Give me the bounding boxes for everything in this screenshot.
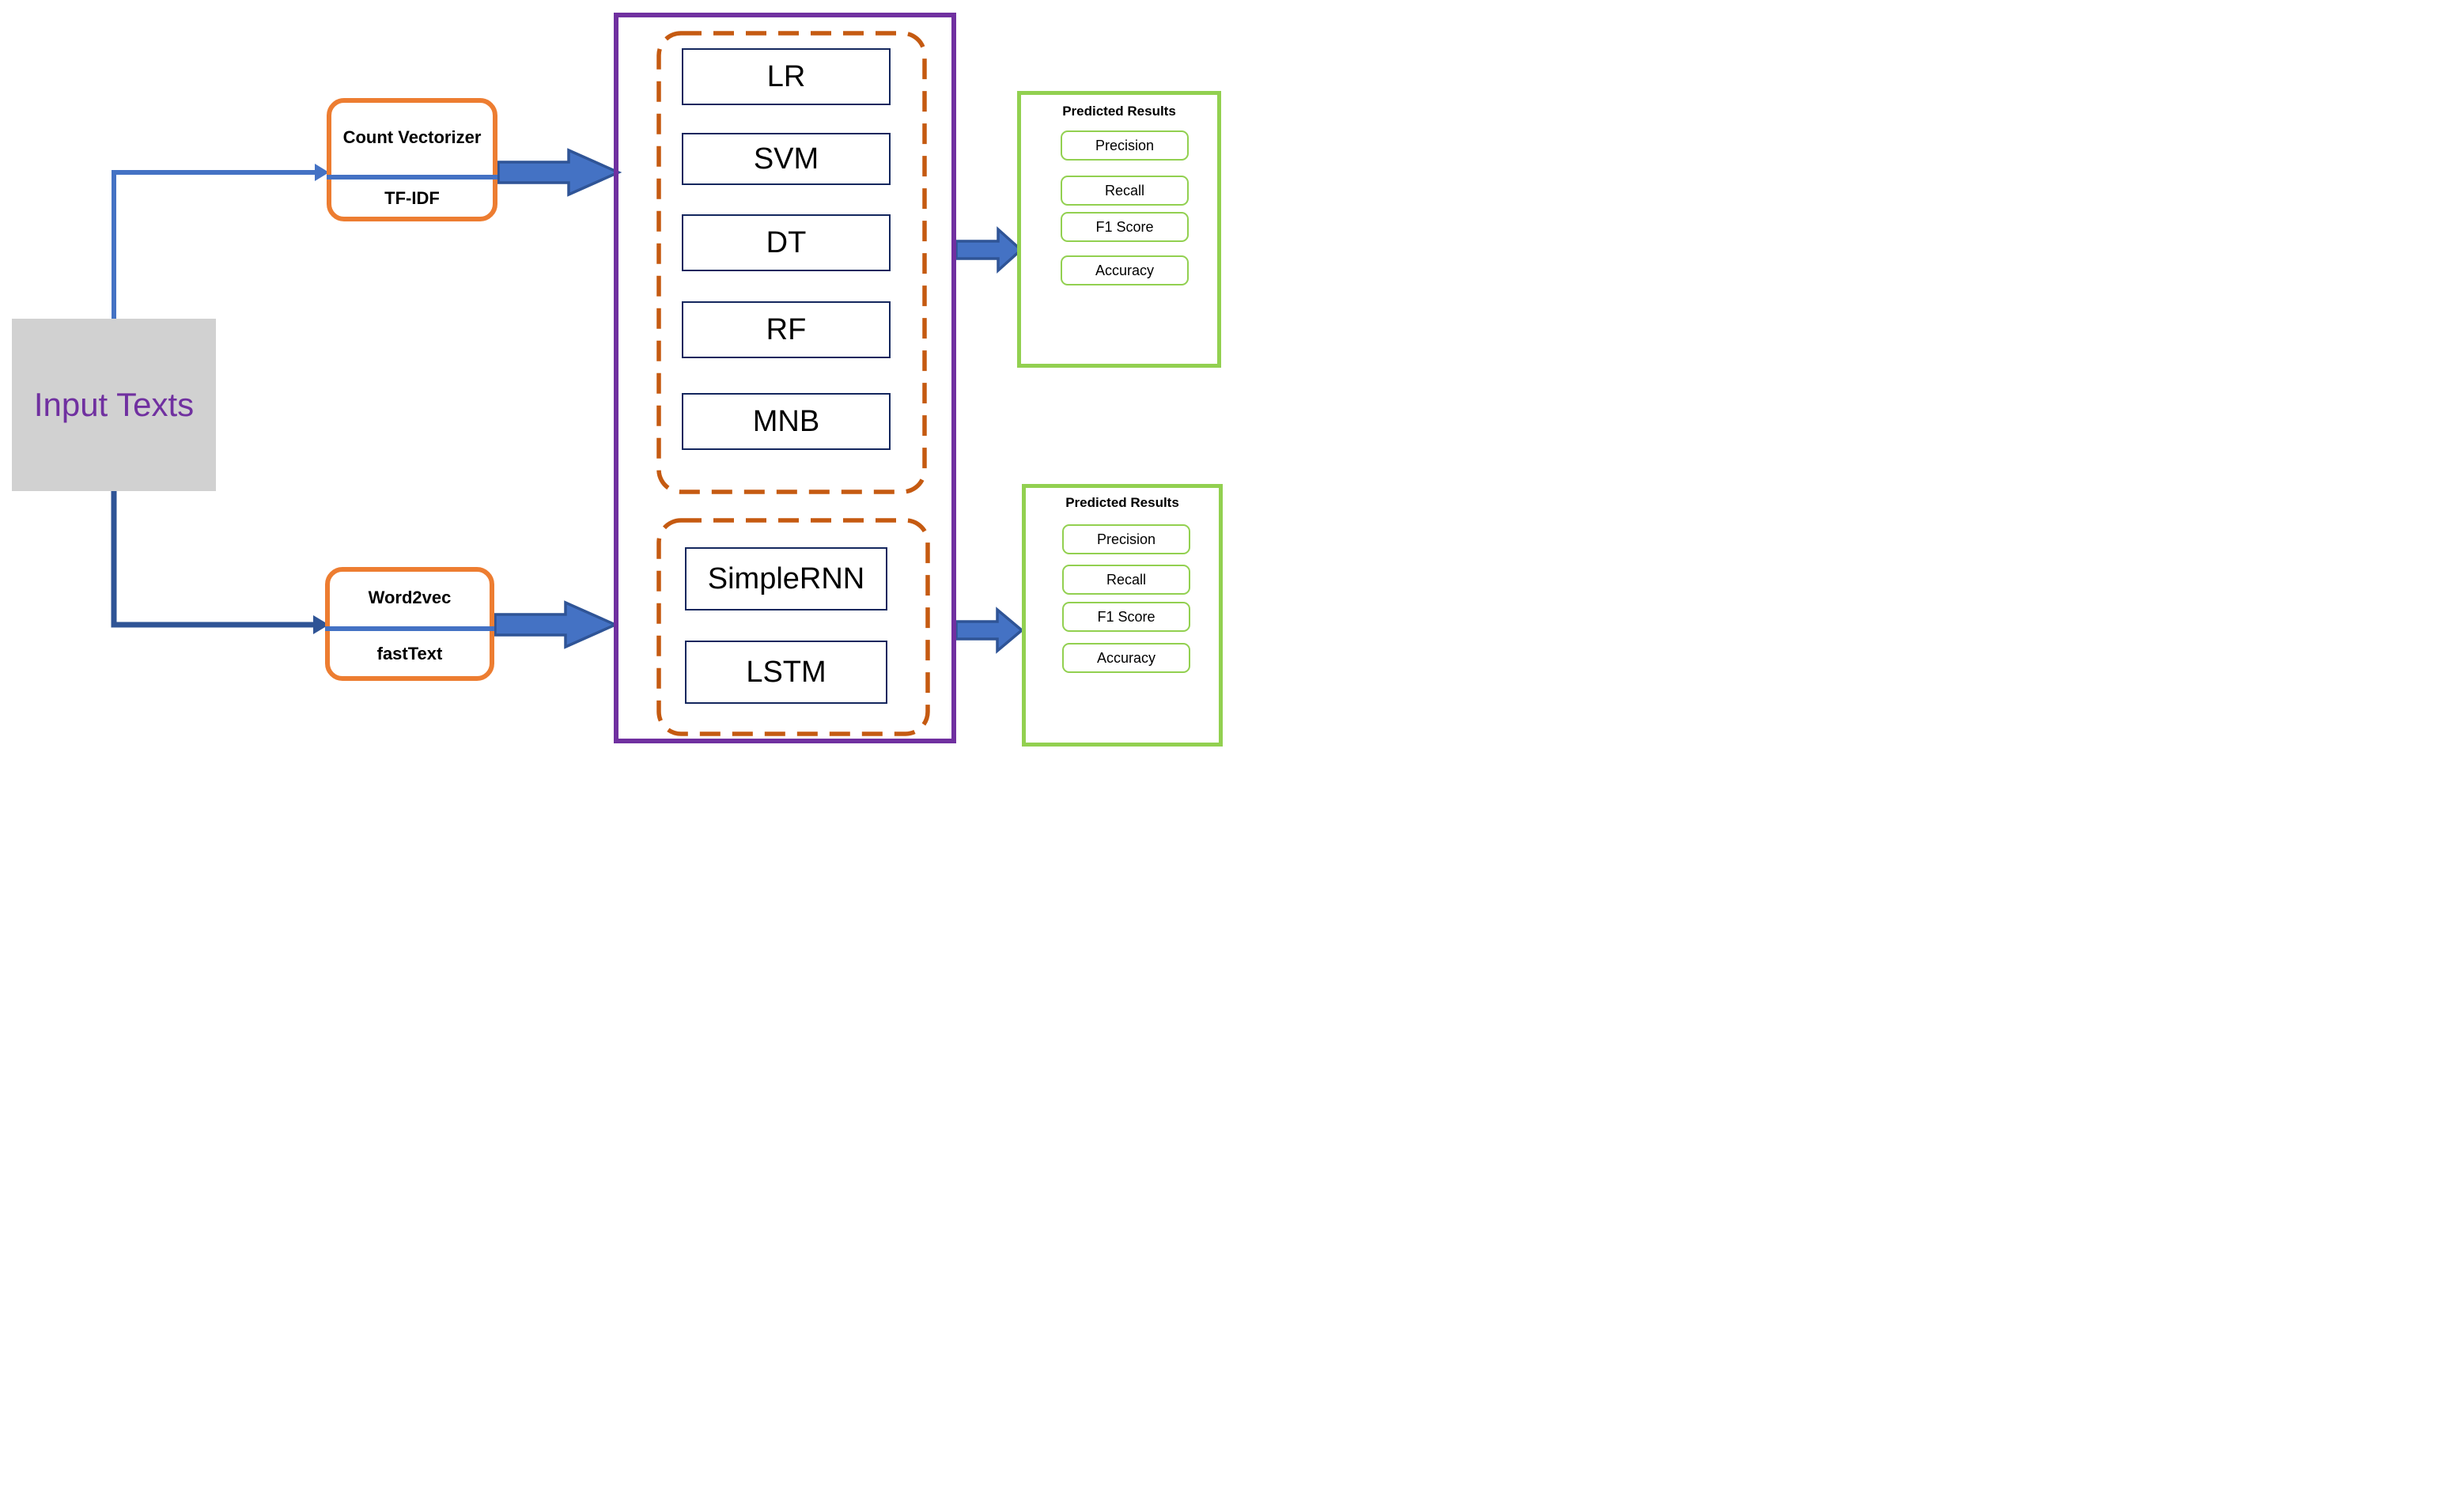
connector-input-to-count-vectorizer (112, 170, 316, 319)
metric-precision: Precision (1061, 130, 1189, 161)
predicted-results-title: Predicted Results (1062, 104, 1176, 119)
metric-label: F1 Score (1095, 218, 1154, 235)
model-box-simplernn: SimpleRNN (685, 547, 887, 610)
model-box-mnb: MNB (682, 393, 891, 450)
metric-accuracy: Accuracy (1062, 643, 1190, 673)
model-label: LSTM (746, 655, 826, 689)
connector-input-to-word2vec (111, 490, 313, 628)
metric-label: Precision (1095, 137, 1155, 153)
count-vectorizer-box: Count Vectorizer TF-IDF (327, 98, 497, 221)
pipeline-diagram: Input Texts Count Vectorizer TF-IDF Word… (0, 0, 1226, 756)
model-label: RF (766, 312, 807, 346)
predicted-results-panel-top: Predicted Results Precision Recall F1 Sc… (1017, 91, 1221, 368)
vectorizer-divider-line (325, 626, 494, 631)
metric-f1-score: F1 Score (1061, 212, 1189, 242)
model-box-dt: DT (682, 214, 891, 271)
metric-label: Accuracy (1095, 262, 1155, 278)
metric-accuracy: Accuracy (1061, 255, 1189, 285)
ml-models-group-outline (656, 31, 927, 494)
connector-top-arrowhead-icon (315, 164, 329, 181)
flow-arrow-models-to-results-top-icon (955, 226, 1023, 274)
metric-recall: Recall (1062, 565, 1190, 595)
model-box-lstm: LSTM (685, 641, 887, 704)
models-container (614, 13, 956, 743)
fasttext-label: fastText (376, 643, 443, 663)
metric-f1-score: F1 Score (1062, 602, 1190, 632)
count-vectorizer-label: Count Vectorizer (342, 127, 482, 148)
flow-arrow-models-to-results-bottom-icon (955, 607, 1024, 654)
diagram-wires-layer (111, 31, 1024, 736)
metric-recall: Recall (1061, 176, 1189, 206)
model-label: MNB (752, 404, 820, 438)
input-texts-box: Input Texts (12, 319, 216, 491)
model-label: DT (766, 225, 807, 259)
model-box-rf: RF (682, 301, 891, 358)
predicted-results-panel-bottom: Predicted Results Precision Recall F1 Sc… (1022, 484, 1223, 747)
metric-label: Accuracy (1096, 649, 1156, 666)
flow-arrow-countvectorizer-to-models-icon (497, 148, 622, 197)
connector-bottom-arrowhead-icon (313, 615, 329, 634)
model-box-lr: LR (682, 48, 891, 105)
model-label: LR (766, 59, 806, 93)
tfidf-label: TF-IDF (384, 187, 440, 208)
model-label: SimpleRNN (707, 561, 865, 595)
word2vec-box: Word2vec fastText (325, 567, 494, 681)
model-box-svm: SVM (682, 133, 891, 185)
input-texts-label: Input Texts (33, 386, 195, 423)
metric-label: Precision (1096, 531, 1156, 547)
metric-label: Recall (1106, 571, 1147, 588)
predicted-results-title: Predicted Results (1065, 495, 1179, 510)
vectorizer-divider-line (327, 175, 497, 180)
word2vec-label: Word2vec (368, 588, 452, 608)
model-label: SVM (753, 142, 819, 176)
metric-label: F1 Score (1097, 608, 1156, 625)
dl-models-group-outline (656, 518, 930, 736)
metric-label: Recall (1104, 182, 1145, 198)
metric-precision: Precision (1062, 524, 1190, 554)
flow-arrow-word2vec-to-models-icon (494, 600, 619, 649)
